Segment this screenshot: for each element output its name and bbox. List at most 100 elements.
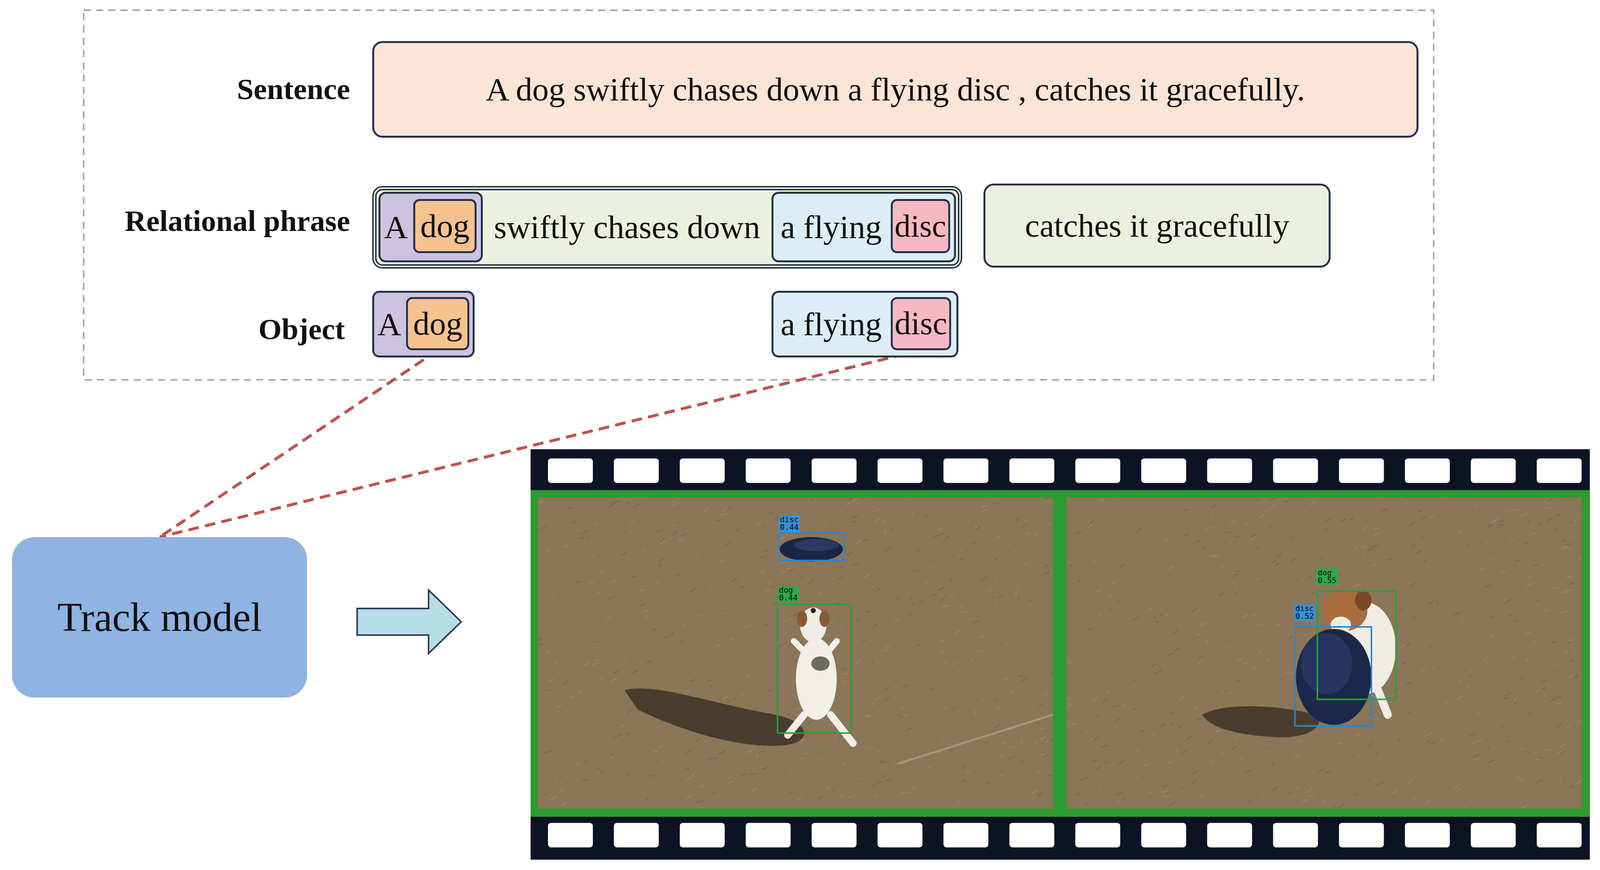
grass-texture bbox=[1444, 496, 1448, 498]
grass-texture bbox=[929, 687, 936, 690]
grass-texture bbox=[722, 696, 728, 699]
grass-texture bbox=[685, 794, 693, 799]
grass-texture bbox=[1235, 733, 1240, 738]
grass-texture bbox=[750, 772, 757, 774]
dog-leg bbox=[793, 640, 806, 653]
grass-texture bbox=[1477, 738, 1483, 742]
dog-shadow bbox=[1202, 705, 1320, 737]
sprocket-hole bbox=[1470, 458, 1516, 483]
grass-texture bbox=[1252, 665, 1258, 669]
grass-texture bbox=[1397, 737, 1402, 741]
grass-texture bbox=[1457, 787, 1462, 791]
grass-texture bbox=[884, 547, 892, 551]
grass-texture bbox=[1546, 517, 1553, 521]
grass-texture bbox=[1371, 544, 1379, 548]
grass-texture bbox=[1198, 793, 1204, 798]
sprocket-hole bbox=[811, 822, 857, 847]
grass-texture bbox=[1191, 770, 1198, 774]
grass-texture bbox=[1401, 660, 1407, 665]
score-label: 0.55 bbox=[1317, 576, 1337, 585]
grass-texture bbox=[1379, 496, 1387, 498]
grass-texture bbox=[1579, 555, 1582, 560]
grass-texture bbox=[1019, 740, 1027, 743]
grass-texture bbox=[1152, 732, 1157, 735]
grass-texture bbox=[998, 773, 1005, 777]
grass-texture bbox=[1285, 671, 1291, 675]
grass-texture bbox=[1536, 603, 1539, 606]
grass-texture bbox=[1163, 539, 1168, 541]
node-text: A bbox=[377, 307, 402, 341]
grass-texture bbox=[1107, 690, 1110, 694]
grass-texture bbox=[582, 530, 590, 533]
grass-texture bbox=[727, 506, 732, 510]
grass-texture bbox=[554, 662, 558, 664]
grass-texture bbox=[1324, 518, 1331, 522]
sprocket-hole bbox=[1536, 458, 1582, 483]
grass-texture bbox=[1018, 760, 1025, 762]
node-text: A dog swiftly chases down a flying disc … bbox=[485, 72, 1306, 106]
grass-texture bbox=[671, 631, 674, 635]
grass-texture bbox=[1003, 677, 1010, 680]
grass-texture bbox=[729, 638, 734, 641]
grass-texture bbox=[972, 620, 980, 623]
grass-texture bbox=[739, 585, 746, 588]
grass-texture bbox=[1430, 741, 1437, 744]
grass-texture bbox=[1133, 707, 1137, 711]
grass-texture bbox=[656, 530, 663, 533]
grass-texture bbox=[1236, 657, 1243, 661]
grass-texture bbox=[1183, 509, 1188, 511]
grass-texture bbox=[611, 754, 615, 756]
grass-texture bbox=[838, 794, 845, 798]
grass-texture bbox=[638, 603, 646, 606]
grass-texture bbox=[1425, 800, 1431, 804]
grass-texture bbox=[1408, 581, 1412, 584]
grass-texture bbox=[727, 776, 732, 779]
grass-texture bbox=[1043, 692, 1048, 696]
grass-texture bbox=[600, 771, 605, 773]
grass-texture bbox=[994, 578, 997, 582]
grass-texture bbox=[938, 587, 945, 591]
grass-texture bbox=[1399, 644, 1405, 649]
node-text: dog bbox=[413, 307, 463, 340]
grass-texture bbox=[1407, 642, 1410, 646]
grass-texture bbox=[1077, 578, 1081, 583]
grass-texture bbox=[633, 503, 641, 507]
sprocket-hole bbox=[1075, 822, 1121, 847]
grass-texture bbox=[1210, 760, 1215, 763]
grass-texture bbox=[889, 527, 893, 531]
grass-texture bbox=[1469, 799, 1472, 802]
grass-texture bbox=[689, 587, 696, 592]
grass-texture bbox=[768, 580, 772, 585]
grass-texture bbox=[1376, 782, 1384, 785]
grass-texture bbox=[1412, 796, 1418, 800]
grass-texture bbox=[1164, 791, 1170, 794]
grass-texture bbox=[963, 765, 967, 769]
grass-texture bbox=[1530, 532, 1538, 535]
grass-texture bbox=[544, 792, 548, 796]
grass-texture bbox=[1097, 784, 1102, 788]
grass-texture bbox=[787, 713, 790, 715]
grass-texture bbox=[785, 617, 793, 621]
grass-texture bbox=[1432, 665, 1436, 669]
grass-texture bbox=[1337, 803, 1345, 808]
grass-texture bbox=[718, 559, 726, 563]
grass-texture bbox=[645, 660, 653, 662]
detection-tag: dog0.44 bbox=[777, 585, 800, 603]
grass-texture bbox=[1470, 669, 1474, 672]
grass-texture bbox=[1163, 793, 1166, 798]
grass-texture bbox=[1428, 600, 1434, 604]
sprocket-hole bbox=[1009, 458, 1055, 483]
grass-texture bbox=[613, 670, 619, 674]
grass-texture bbox=[976, 649, 983, 652]
grass-texture bbox=[950, 593, 955, 597]
grass-texture bbox=[906, 791, 913, 793]
grass-texture bbox=[645, 796, 649, 800]
grass-texture bbox=[781, 570, 786, 575]
grass-texture bbox=[1067, 697, 1072, 700]
grass-texture bbox=[598, 553, 601, 556]
grass-texture bbox=[1425, 732, 1433, 736]
grass-texture bbox=[715, 644, 720, 646]
grass-texture bbox=[720, 513, 728, 515]
grass-texture bbox=[1559, 751, 1564, 754]
